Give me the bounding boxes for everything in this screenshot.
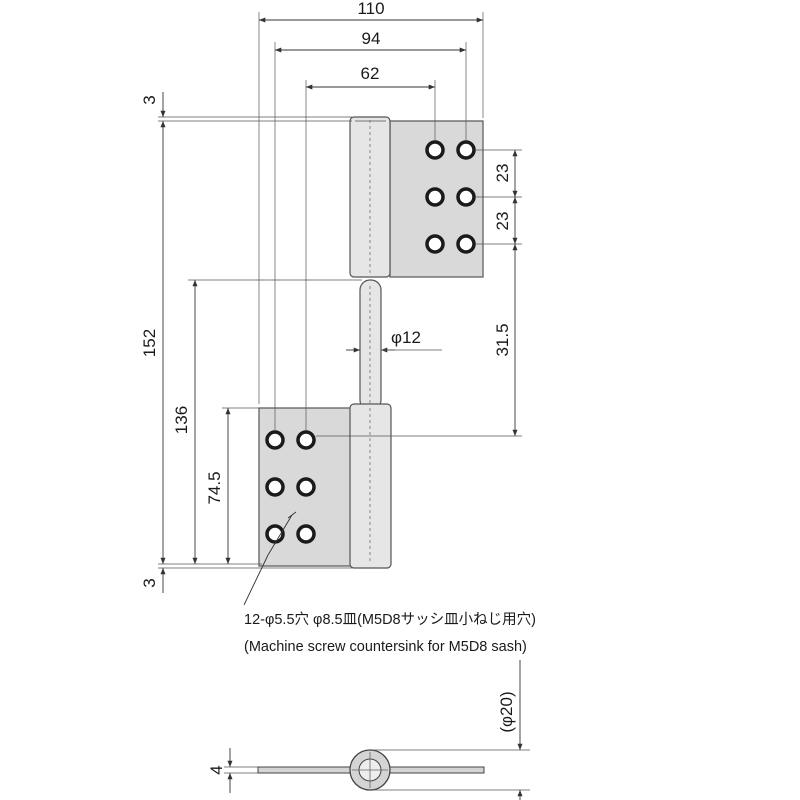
dim-23a-label: 23 — [493, 164, 512, 183]
dim-74-5-label: 74.5 — [205, 471, 224, 504]
screw-hole — [425, 187, 445, 207]
screw-hole — [425, 234, 445, 254]
screw-hole — [456, 140, 476, 160]
section-view: (φ20) 4 — [207, 660, 530, 800]
screw-hole — [456, 187, 476, 207]
hole-leader-line — [267, 514, 293, 556]
screw-hole — [456, 234, 476, 254]
screw-hole — [296, 477, 316, 497]
dim-136-label: 136 — [172, 406, 191, 434]
upper-hinge-leaf — [349, 116, 484, 278]
pin-diameter-label: φ12 — [391, 328, 421, 347]
hinge-pin — [359, 279, 382, 411]
top-dimensions: 110 94 62 — [258, 0, 484, 430]
thickness-label: 4 — [207, 765, 226, 774]
right-dimensions: 23 23 31.5 — [316, 149, 522, 437]
dim-23b-label: 23 — [493, 212, 512, 231]
dim-3-top-label: 3 — [140, 95, 159, 104]
screw-hole — [265, 430, 285, 450]
screw-hole — [425, 140, 445, 160]
dim-62-label: 62 — [361, 64, 380, 83]
pin-diameter-callout: φ12 — [346, 328, 442, 353]
hole-spec-english: (Machine screw countersink for M5D8 sash… — [244, 639, 527, 655]
dim-94-label: 94 — [362, 29, 381, 48]
screw-hole — [296, 524, 316, 544]
dim-3-bottom-label: 3 — [140, 578, 159, 587]
left-dimensions: 152 136 74.5 3 3 — [140, 92, 362, 593]
dim-152-label: 152 — [140, 329, 159, 357]
screw-hole — [265, 524, 285, 544]
dim-110-label: 110 — [357, 0, 384, 18]
upper-knuckle — [349, 116, 391, 278]
dim-31-5-label: 31.5 — [493, 323, 512, 356]
hole-spec-callout: 12-φ5.5穴 φ8.5皿(M5D8サッシ皿小ねじ用穴) (Machine s… — [243, 511, 536, 655]
screw-hole — [265, 477, 285, 497]
knuckle-diameter-label: (φ20) — [497, 691, 516, 732]
screw-hole — [296, 430, 316, 450]
lower-hinge-leaf — [258, 403, 392, 569]
hole-spec-text: 12-φ5.5穴 φ8.5皿(M5D8サッシ皿小ねじ用穴) — [244, 611, 536, 628]
